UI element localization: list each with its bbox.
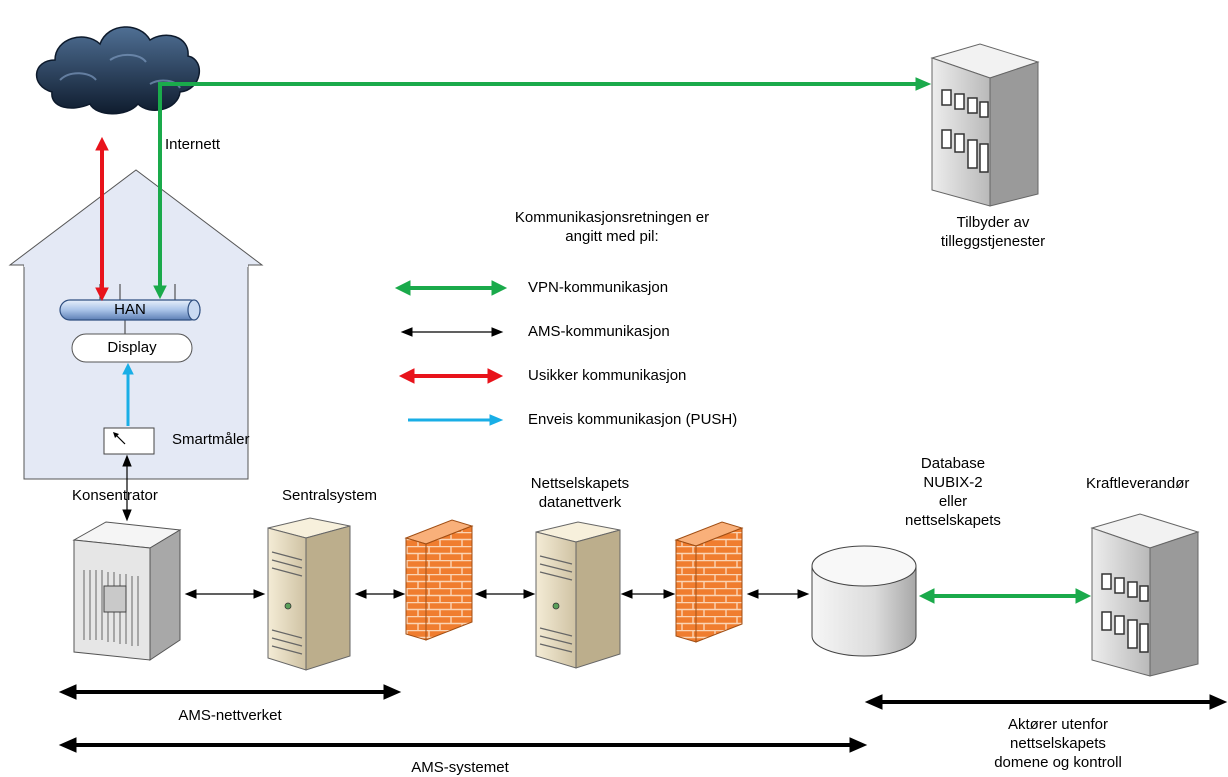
firewall-1	[404, 519, 474, 641]
vpn-arrow-database-supplier	[918, 588, 1092, 604]
ams-arrow-central-firewall	[354, 589, 406, 599]
legend-ams-label: AMS-kommunikasjon	[528, 323, 670, 340]
network-server	[535, 521, 621, 669]
legend-unsafe-label: Usikker kommunikasjon	[528, 367, 687, 384]
unsafe-arrow-internet-han	[95, 136, 109, 302]
internet-cloud	[35, 26, 201, 115]
service-provider-building	[930, 43, 1040, 207]
sentralsystem-label: Sentralsystem	[282, 487, 378, 504]
han-bus	[59, 284, 201, 334]
legend-unsafe-arrow	[398, 368, 504, 384]
legend-ams-arrow	[400, 327, 504, 337]
ams-arrow-concentrator-central	[184, 589, 266, 599]
firewall-2	[674, 521, 744, 643]
nettselskapets-datanettverk-label: Nettselskapets datanettverk	[530, 475, 630, 511]
legend-vpn-label: VPN-kommunikasjon	[528, 279, 669, 296]
ams-nettverket-label: AMS-nettverket	[178, 707, 282, 724]
smart-meter	[103, 427, 155, 455]
ams-arrow-firewall-database	[746, 589, 810, 599]
ams-systemet-label: AMS-systemet	[411, 759, 509, 776]
internet-label: Internett	[165, 136, 221, 153]
aktorer-bar	[864, 694, 1228, 710]
vpn-arrow-han-provider	[153, 77, 932, 300]
push-arrow-meter-display	[122, 362, 134, 426]
legend-push-arrow	[408, 414, 504, 426]
ams-arrow-network-firewall	[620, 589, 676, 599]
legend-vpn-arrow	[394, 280, 508, 296]
database-label: Database NUBIX-2 eller nettselskapets	[905, 455, 1001, 529]
ams-arrow-firewall-network	[474, 589, 536, 599]
database-cylinder	[811, 545, 917, 657]
konsentrator-label: Konsentrator	[72, 487, 158, 504]
ams-nettverket-bar	[58, 684, 402, 700]
legend-title: Kommunikasjonsretningen er angitt med pi…	[514, 209, 710, 245]
power-supplier-building	[1090, 513, 1200, 677]
kraftleverandor-label: Kraftleverandør	[1086, 475, 1190, 492]
display-box	[71, 333, 193, 363]
smartmaler-label: Smartmåler	[172, 431, 250, 448]
display-label: Display	[107, 339, 157, 356]
aktorer-label: Aktører utenfor nettselskapets domene og…	[994, 716, 1122, 771]
ams-systemet-bar	[58, 737, 868, 753]
han-label: HAN	[114, 301, 146, 318]
central-system-server	[267, 517, 351, 671]
tilbyder-label: Tilbyder av tilleggstjenester	[940, 214, 1046, 250]
concentrator-device	[72, 521, 182, 661]
ams-arrow-meter-concentrator	[122, 454, 132, 522]
legend-push-label: Enveis kommunikasjon (PUSH)	[528, 411, 738, 428]
